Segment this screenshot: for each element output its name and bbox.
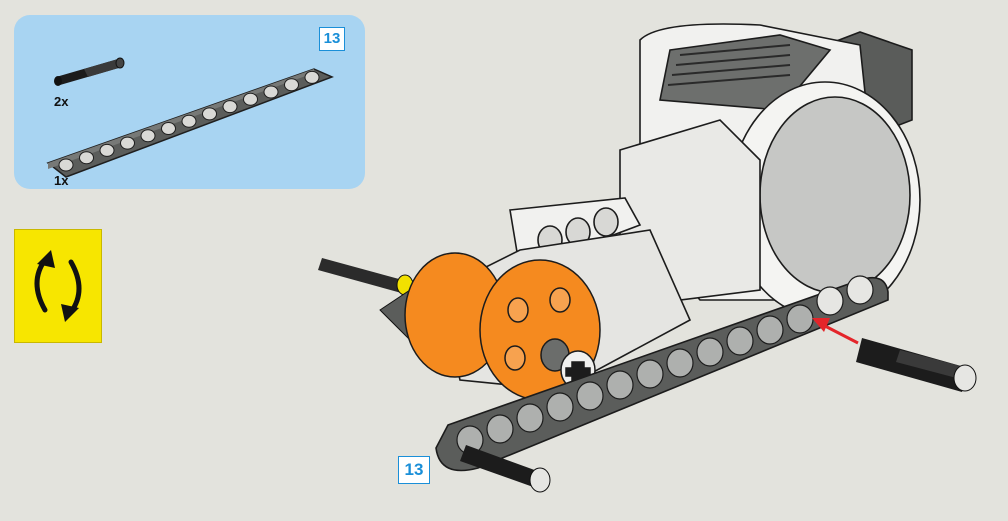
parts-illustration — [46, 57, 334, 178]
parts-panel: 13 2x 1x — [14, 15, 365, 189]
orange-hub — [404, 252, 601, 401]
beam-part — [46, 68, 334, 178]
beam-hole — [161, 122, 176, 135]
loose-pin — [856, 338, 977, 392]
beam-hole — [120, 136, 135, 150]
parts-step-number: 13 — [319, 27, 345, 51]
beam-hole — [99, 143, 115, 157]
rotate-model-icon — [34, 250, 82, 322]
beam-hole — [304, 70, 320, 84]
pin-part — [54, 57, 125, 86]
beam-hole — [181, 114, 197, 128]
beam-hole — [263, 85, 279, 99]
beam-hole — [222, 100, 238, 114]
beam-hole — [243, 92, 258, 106]
beam-hole — [202, 107, 217, 121]
rotate-model-sign — [14, 229, 102, 343]
pin-quantity: 2x — [54, 94, 69, 109]
insert-arrow-icon — [812, 318, 859, 345]
step-number: 13 — [398, 456, 430, 484]
beam-hole — [140, 129, 156, 143]
beam-hole — [79, 151, 94, 165]
beam-quantity: 1x — [54, 173, 69, 188]
inserted-pin — [460, 445, 551, 493]
front-beam — [435, 275, 889, 472]
beam-hole — [58, 158, 74, 172]
beam-hole — [284, 78, 299, 92]
